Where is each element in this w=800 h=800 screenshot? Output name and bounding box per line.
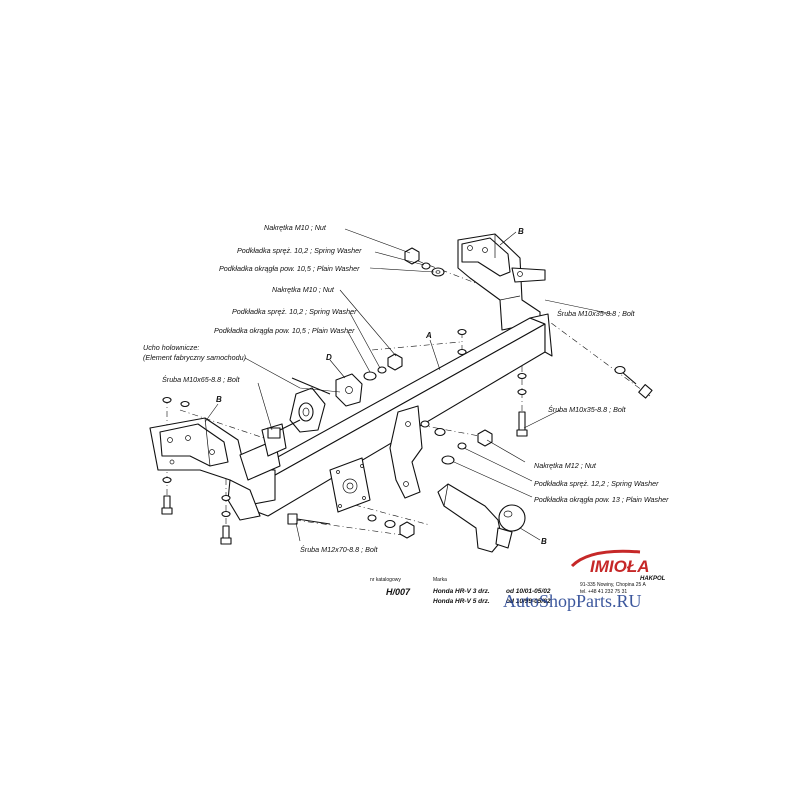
nut-m10-mid (387, 353, 403, 371)
plate-d (335, 373, 363, 407)
letter-d: D (326, 353, 332, 362)
make-header: Marka (433, 577, 447, 583)
part-letters: A B B B D (216, 227, 547, 546)
brand-logo: IMIOŁA HAKPOL 91-335 Nowiny, Chopina 25 … (570, 549, 666, 595)
leader-lines (204, 228, 613, 542)
date-2: od 10/99-05/02 (506, 598, 551, 605)
letter-b-left: B (216, 395, 222, 404)
label-towing-eye-1: Ucho holownicze: (143, 343, 199, 352)
watermark: AutoShopParts.RU (503, 591, 642, 611)
spring-washer-mid (377, 366, 387, 374)
label-plain-washer-top: Podkładka okrągła pow. 10,5 ; Plain Wash… (219, 264, 360, 273)
label-towing-eye-2: (Element fabryczny samochodu) (143, 353, 246, 362)
brand-swoosh-icon (570, 549, 641, 568)
label-plain-washer-mid: Podkładka okrągła pow. 10,5 ; Plain Wash… (214, 326, 355, 335)
socket-plate (329, 457, 371, 513)
tow-ball-neck (437, 483, 526, 553)
brand-address-1: 91-335 Nowiny, Chopina 25 A (580, 582, 646, 588)
date-1: od 10/01-05/02 (506, 588, 551, 595)
nut-m12 (477, 429, 493, 447)
label-nut-m10-mid: Nakrętka M10 ; Nut (272, 285, 335, 294)
letter-b-top: B (518, 227, 524, 236)
main-cross-tube (235, 313, 553, 517)
label-nut-m10-top: Nakrętka M10 ; Nut (264, 223, 327, 232)
label-spring-washer-12: Podkładka spręż. 12,2 ; Spring Washer (534, 479, 659, 488)
spring-washer-top (421, 262, 431, 270)
callout-labels: Nakrętka M10 ; Nut Podkładka spręż. 10,2… (143, 223, 669, 554)
brand-name: IMIOŁA (590, 557, 650, 576)
plain-washer-mid (363, 371, 377, 381)
right-mounting-bracket (457, 233, 546, 331)
label-bolt-m12x70: Śruba M12x70-8.8 ; Bolt (300, 545, 379, 554)
model-number: H/007 (386, 587, 411, 597)
label-nut-m12: Nakrętka M12 ; Nut (534, 461, 597, 470)
label-spring-washer-mid: Podkładka spręż. 10,2 ; Spring Washer (232, 307, 357, 316)
car-1: Honda HR-V 3 drz. (433, 588, 490, 595)
label-spring-washer-top: Podkładka spręż. 10,2 ; Spring Washer (237, 246, 362, 255)
brand-address-2: tel. +48 41 232 75 31 (580, 589, 627, 595)
label-bolt-m10x65: Śruba M10x65-8.8 ; Bolt (162, 375, 241, 384)
letter-a: A (425, 331, 432, 340)
brand-sub: HAKPOL (640, 576, 666, 582)
label-plain-washer-13: Podkładka okrągła pow. 13 ; Plain Washer (534, 495, 669, 504)
car-2: Honda HR-V 5 drz. (433, 598, 490, 605)
title-block: nr katalogowy H/007 Marka Honda HR-V 3 d… (370, 577, 551, 605)
fasteners (161, 247, 653, 545)
center-plate (389, 405, 423, 499)
model-header: nr katalogowy (370, 577, 401, 583)
label-bolt-m10x35-lower: Śruba M10x35-8.8 ; Bolt (548, 405, 627, 414)
letter-b-ball: B (541, 537, 547, 546)
label-bolt-m10x35-right: Śruba M10x35-8.8 ; Bolt (557, 309, 636, 318)
